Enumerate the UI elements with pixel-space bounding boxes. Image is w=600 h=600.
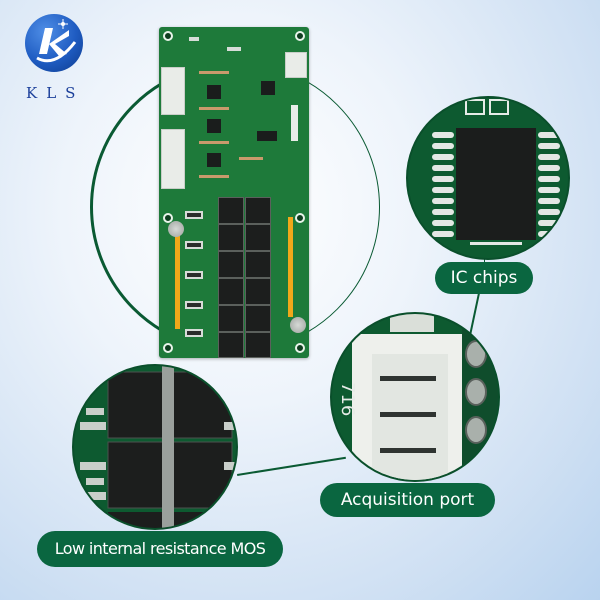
svg-text:716: 716: [337, 382, 358, 416]
mosfet: [245, 278, 271, 305]
balance-connector-1: [161, 67, 185, 115]
acquisition-port-closeup: 716: [330, 312, 500, 482]
mount-hole: [163, 343, 173, 353]
ic-chips-closeup: [406, 96, 570, 260]
smd-component: [239, 157, 263, 160]
mosfet: [218, 278, 244, 305]
ic-chip: [257, 131, 277, 141]
pcb-board: [159, 27, 309, 358]
mosfet-closeup: [72, 364, 238, 530]
brand-name: KLS: [26, 84, 85, 102]
k-letter-icon: [36, 19, 77, 63]
terminal-bolt: [168, 221, 184, 237]
mosfet: [245, 305, 271, 332]
mount-hole: [163, 213, 173, 223]
mosfet: [218, 197, 244, 224]
pad-strip: [291, 105, 298, 141]
mount-hole: [295, 31, 305, 41]
ic-chip: [207, 85, 221, 99]
mount-hole: [163, 31, 173, 41]
mosfet: [218, 305, 244, 332]
smd-component: [189, 37, 199, 41]
kls-logo-icon: [25, 14, 83, 72]
mosfet: [218, 251, 244, 278]
mosfet: [245, 197, 271, 224]
mosfet-icon: [80, 366, 236, 528]
connector-line: [237, 456, 346, 476]
mount-hole: [295, 213, 305, 223]
smd-component: [199, 141, 229, 144]
terminal-bolt: [290, 317, 306, 333]
mosfet: [218, 332, 244, 358]
low-resistance-mos-label: Low internal resistance MOS: [37, 531, 283, 567]
shunt-resistor: [185, 211, 203, 219]
shunt-resistor: [185, 301, 203, 309]
shunt-resistor: [185, 329, 203, 337]
small-connector: [285, 52, 307, 78]
shunt-resistor: [185, 241, 203, 249]
copper-busbar-left: [175, 227, 180, 329]
ic-chip: [261, 81, 275, 95]
ic-chip: [207, 119, 221, 133]
ic-chip: [207, 153, 221, 167]
mosfet: [245, 332, 271, 358]
balance-connector-2: [161, 129, 185, 189]
mosfet: [245, 251, 271, 278]
copper-busbar-right: [288, 217, 293, 317]
ic-chips-label: IC chips: [435, 262, 533, 294]
mosfet: [218, 224, 244, 251]
ic-chip-icon: [432, 99, 560, 245]
smd-component: [199, 71, 229, 74]
smd-component: [199, 175, 229, 178]
shunt-resistor: [185, 271, 203, 279]
mosfet: [245, 224, 271, 251]
smd-component: [227, 47, 241, 51]
mount-hole: [295, 343, 305, 353]
acquisition-port-label: Acquisition port: [320, 483, 495, 517]
connector-line: [468, 293, 480, 337]
connector-icon: 716: [337, 314, 498, 480]
smd-component: [199, 107, 229, 110]
connector-line: [484, 258, 485, 264]
